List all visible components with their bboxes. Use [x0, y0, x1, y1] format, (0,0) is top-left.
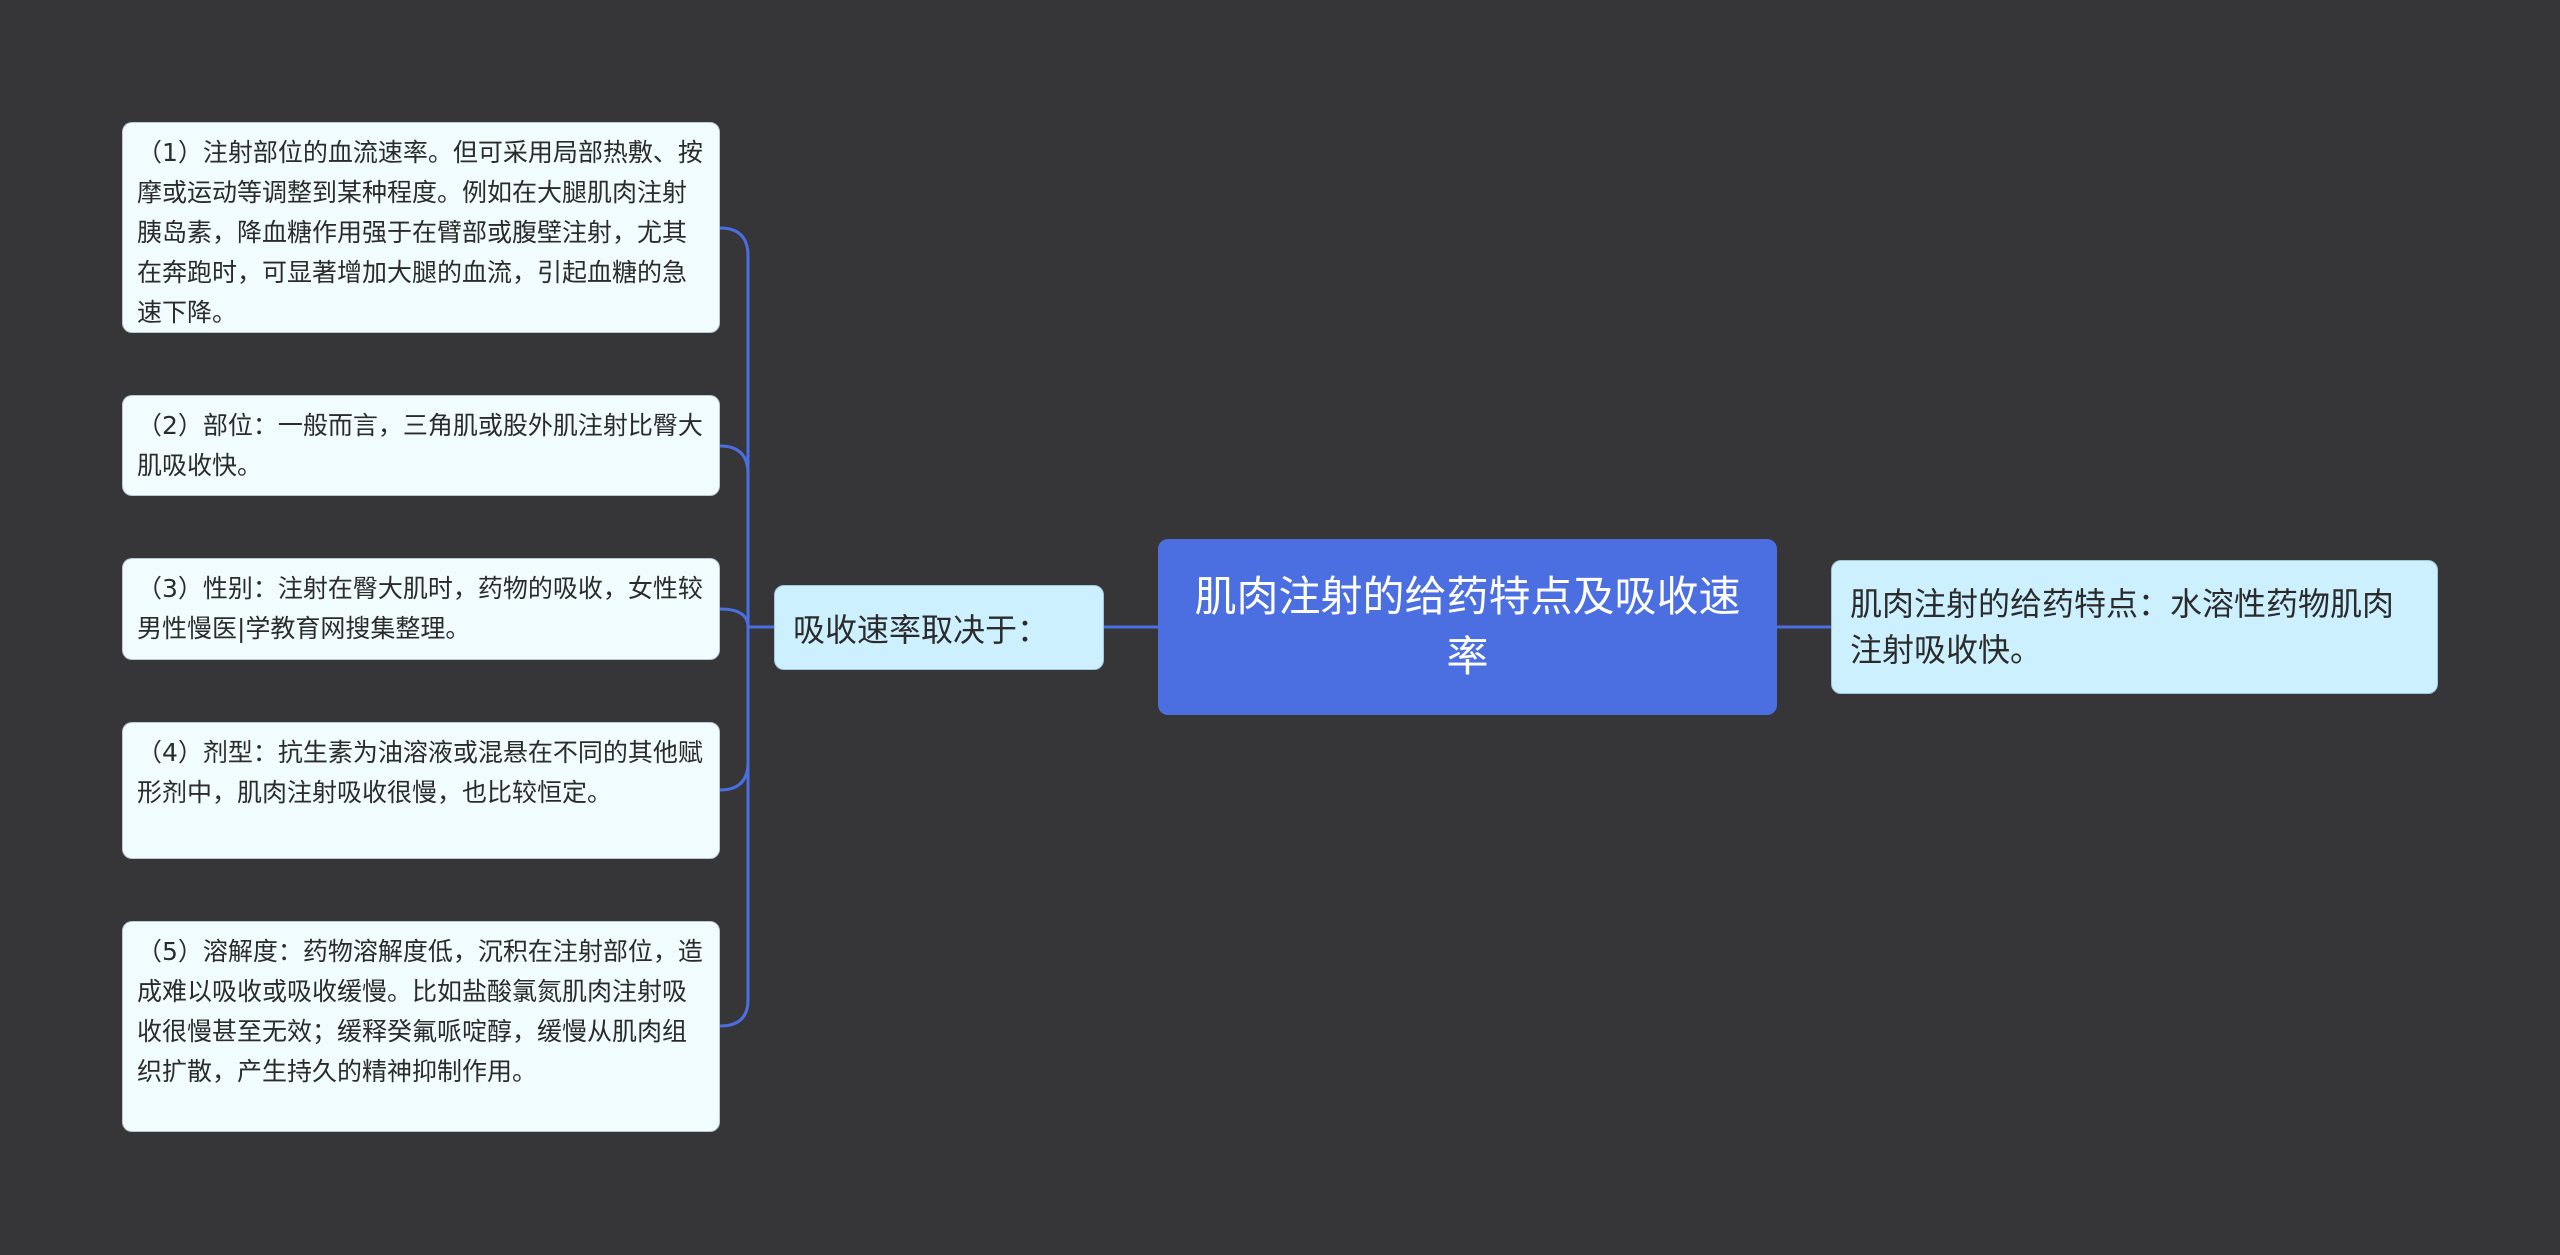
branch-node-absorption-factors[interactable]: 吸收速率取决于： — [774, 585, 1104, 670]
leaf-node-3[interactable]: （3）性别：注射在臀大肌时，药物的吸收，女性较男性慢医|学教育网搜集整理。 — [122, 558, 720, 660]
leaf-node-text: （5）溶解度：药物溶解度低，沉积在注射部位，造成难以吸收或吸收缓慢。比如盐酸氯氮… — [137, 937, 703, 1086]
connector-leaf-4 — [719, 761, 750, 792]
leaf-node-5[interactable]: （5）溶解度：药物溶解度低，沉积在注射部位，造成难以吸收或吸收缓慢。比如盐酸氯氮… — [122, 921, 720, 1132]
branch-node-text: 吸收速率取决于： — [793, 610, 1050, 649]
leaf-node-text: （2）部位：一般而言，三角肌或股外肌注射比臀大肌吸收快。 — [137, 411, 703, 480]
leaf-node-text: （3）性别：注射在臀大肌时，药物的吸收，女性较男性慢医|学教育网搜集整理。 — [137, 574, 703, 643]
branch-node-characteristics[interactable]: 肌肉注射的给药特点：水溶性药物肌肉注射吸收快。 — [1831, 560, 2438, 694]
leaf-node-1[interactable]: （1）注射部位的血流速率。但可采用局部热敷、按摩或运动等调整到某种程度。例如在大… — [122, 122, 720, 333]
connector-leaf-1 — [719, 226, 750, 1028]
connector-leaf-3 — [719, 607, 750, 628]
connector-leaf-2 — [719, 444, 750, 475]
branch-node-text: 肌肉注射的给药特点：水溶性药物肌肉注射吸收快。 — [1850, 585, 2395, 669]
leaf-node-text: （1）注射部位的血流速率。但可采用局部热敷、按摩或运动等调整到某种程度。例如在大… — [137, 138, 703, 327]
root-node[interactable]: 肌肉注射的给药特点及吸收速率 — [1158, 539, 1777, 715]
leaf-node-text: （4）剂型：抗生素为油溶液或混悬在不同的其他赋形剂中，肌肉注射吸收很慢，也比较恒… — [137, 738, 703, 807]
leaf-node-2[interactable]: （2）部位：一般而言，三角肌或股外肌注射比臀大肌吸收快。 — [122, 395, 720, 496]
root-node-text: 肌肉注射的给药特点及吸收速率 — [1194, 572, 1741, 681]
leaf-node-4[interactable]: （4）剂型：抗生素为油溶液或混悬在不同的其他赋形剂中，肌肉注射吸收很慢，也比较恒… — [122, 722, 720, 859]
